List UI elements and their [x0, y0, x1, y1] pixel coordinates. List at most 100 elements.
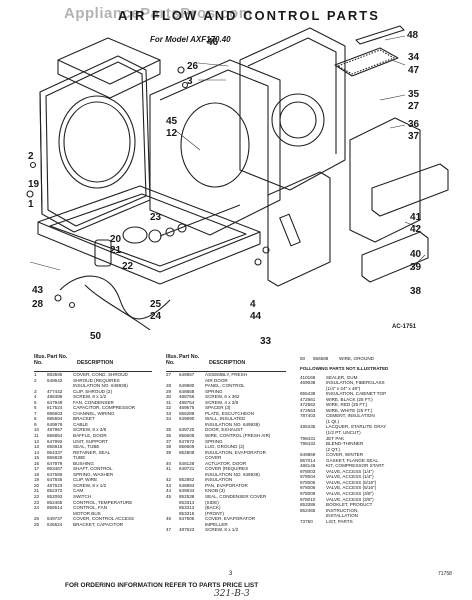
- description: WIRE, RED (25 FT.): [326, 402, 368, 408]
- illus-no: 23: [34, 499, 40, 505]
- callout-number: 25: [150, 299, 162, 310]
- part-no: 852465: [47, 499, 63, 505]
- description: LACQUER, STARLITE GRAY: [326, 424, 387, 430]
- part-no: 487957: [47, 427, 63, 433]
- callout-number: 50: [90, 331, 102, 342]
- part-no: 856289: [179, 410, 195, 416]
- part-no: 647845: [47, 477, 63, 483]
- illus-no: 44: [166, 488, 172, 494]
- cable-drawing: [59, 275, 171, 330]
- illus-no: 35: [166, 427, 172, 433]
- part-no: 867014: [300, 457, 316, 463]
- parts-row: 867014 GASKET, FLANGE SEAL: [300, 458, 446, 464]
- page-number: 3: [229, 571, 233, 577]
- part-no: 649721: [179, 466, 195, 472]
- part-no: 848128: [179, 460, 195, 466]
- description: RETAINER, SEAL: [73, 449, 111, 455]
- handwritten-note: 321-B-3: [214, 589, 250, 599]
- part-no: 817524: [47, 405, 63, 411]
- description: SHROUD (REQUIRES: [73, 377, 120, 383]
- illus-no: 10: [34, 427, 40, 433]
- description: SEALER, GUM: [326, 374, 358, 380]
- part-no: 647879: [47, 460, 63, 466]
- illus-no: 46: [166, 516, 172, 522]
- description: BRACKET, CAPACITOR: [73, 521, 124, 527]
- description: SCREW, 8 x 1/2: [73, 394, 107, 400]
- part-no: 856854: [47, 433, 63, 439]
- illus-no: 47: [166, 527, 172, 533]
- part-no: 649869: [300, 452, 316, 458]
- callout-number: 48: [407, 30, 419, 41]
- description: WALL, INSULATED: [205, 416, 246, 422]
- description: (1/2 PT. UNCUT): [326, 430, 361, 436]
- description: (1/4" x 24" x 48"): [326, 385, 361, 391]
- illus-no: 19: [34, 477, 40, 483]
- description: BRACKET: [73, 416, 95, 422]
- callout-number: 28: [32, 299, 44, 310]
- motor-fan-drawing: [122, 204, 241, 244]
- callout-number: 45: [166, 116, 178, 127]
- callout-number: 44: [250, 311, 262, 322]
- part-no: 472662: [300, 402, 316, 408]
- part-no: 883595: [47, 372, 63, 377]
- callout-number: 20: [110, 234, 122, 245]
- part-no: 852465: [300, 507, 316, 513]
- illus-no: 12: [34, 438, 40, 444]
- illus-no: 7: [34, 410, 37, 416]
- description: (BACK): [205, 505, 221, 511]
- callout-number: 22: [122, 261, 134, 272]
- description: VALVE, ACCESS (1/4"): [326, 474, 374, 480]
- description: GASKET, FLANGE SEAL: [326, 457, 379, 463]
- parts-list-column-3: 50 856588 WIRE, GROUND FOLLOWING PARTS N…: [300, 356, 446, 524]
- description: SEAL, CONDENSER COVER: [205, 494, 267, 500]
- callout-number: 36: [408, 119, 420, 130]
- parts-row: 10 487957 SCREW, 8 x 3/8: [34, 427, 152, 433]
- part-no: 856588: [313, 356, 329, 361]
- description: PAN, EVAPORATOR: [205, 482, 248, 488]
- parts-row: 853315(FRONT): [166, 511, 286, 517]
- callout-number: 27: [408, 101, 420, 112]
- description: SEAL, TUBE: [73, 444, 100, 450]
- illus-no: 31: [166, 399, 172, 405]
- callout-number: 26: [187, 61, 199, 72]
- illus-no: 27: [166, 372, 172, 377]
- illus-no: 40: [166, 460, 172, 466]
- illus-no: 28: [166, 383, 172, 389]
- illus-no: 43: [166, 482, 172, 488]
- description: INSULATION NO. 649938): [205, 471, 260, 477]
- description: SCREW, 8 x 3/8: [73, 427, 107, 433]
- description: IMPELLER: [205, 521, 228, 527]
- part-no: 856609: [179, 444, 195, 450]
- part-no: 856514: [47, 505, 63, 511]
- part-no: 647606: [179, 516, 195, 522]
- callout-number: 35: [408, 89, 420, 100]
- description: VALVE, ACCESS (5/16"): [326, 479, 377, 485]
- column-header: Illus. No. Part No. DESCRIPTION: [166, 354, 286, 372]
- part-no: 410168: [300, 374, 316, 380]
- description: (1 Qt.): [326, 418, 340, 424]
- description: VALVE, ACCESS (3/8"): [326, 496, 374, 502]
- part-no: 488754: [179, 399, 195, 405]
- description: (SIDE): [205, 499, 219, 505]
- illus-no: 13: [34, 444, 40, 450]
- shroud-drawing: [39, 55, 151, 233]
- page-title: AIR FLOW AND CONTROL PARTS: [118, 8, 380, 23]
- callout-number: 2: [28, 151, 34, 162]
- part-no: 649634: [179, 488, 195, 494]
- callout-number: 33: [260, 336, 272, 347]
- illus-no: 25: [34, 516, 40, 522]
- part-no: 469038: [300, 380, 316, 386]
- header-part-no: Part No.: [47, 354, 68, 360]
- parts-row: 472662 WIRE, RED (25 FT.): [300, 402, 446, 408]
- callout-number: 21: [110, 245, 122, 256]
